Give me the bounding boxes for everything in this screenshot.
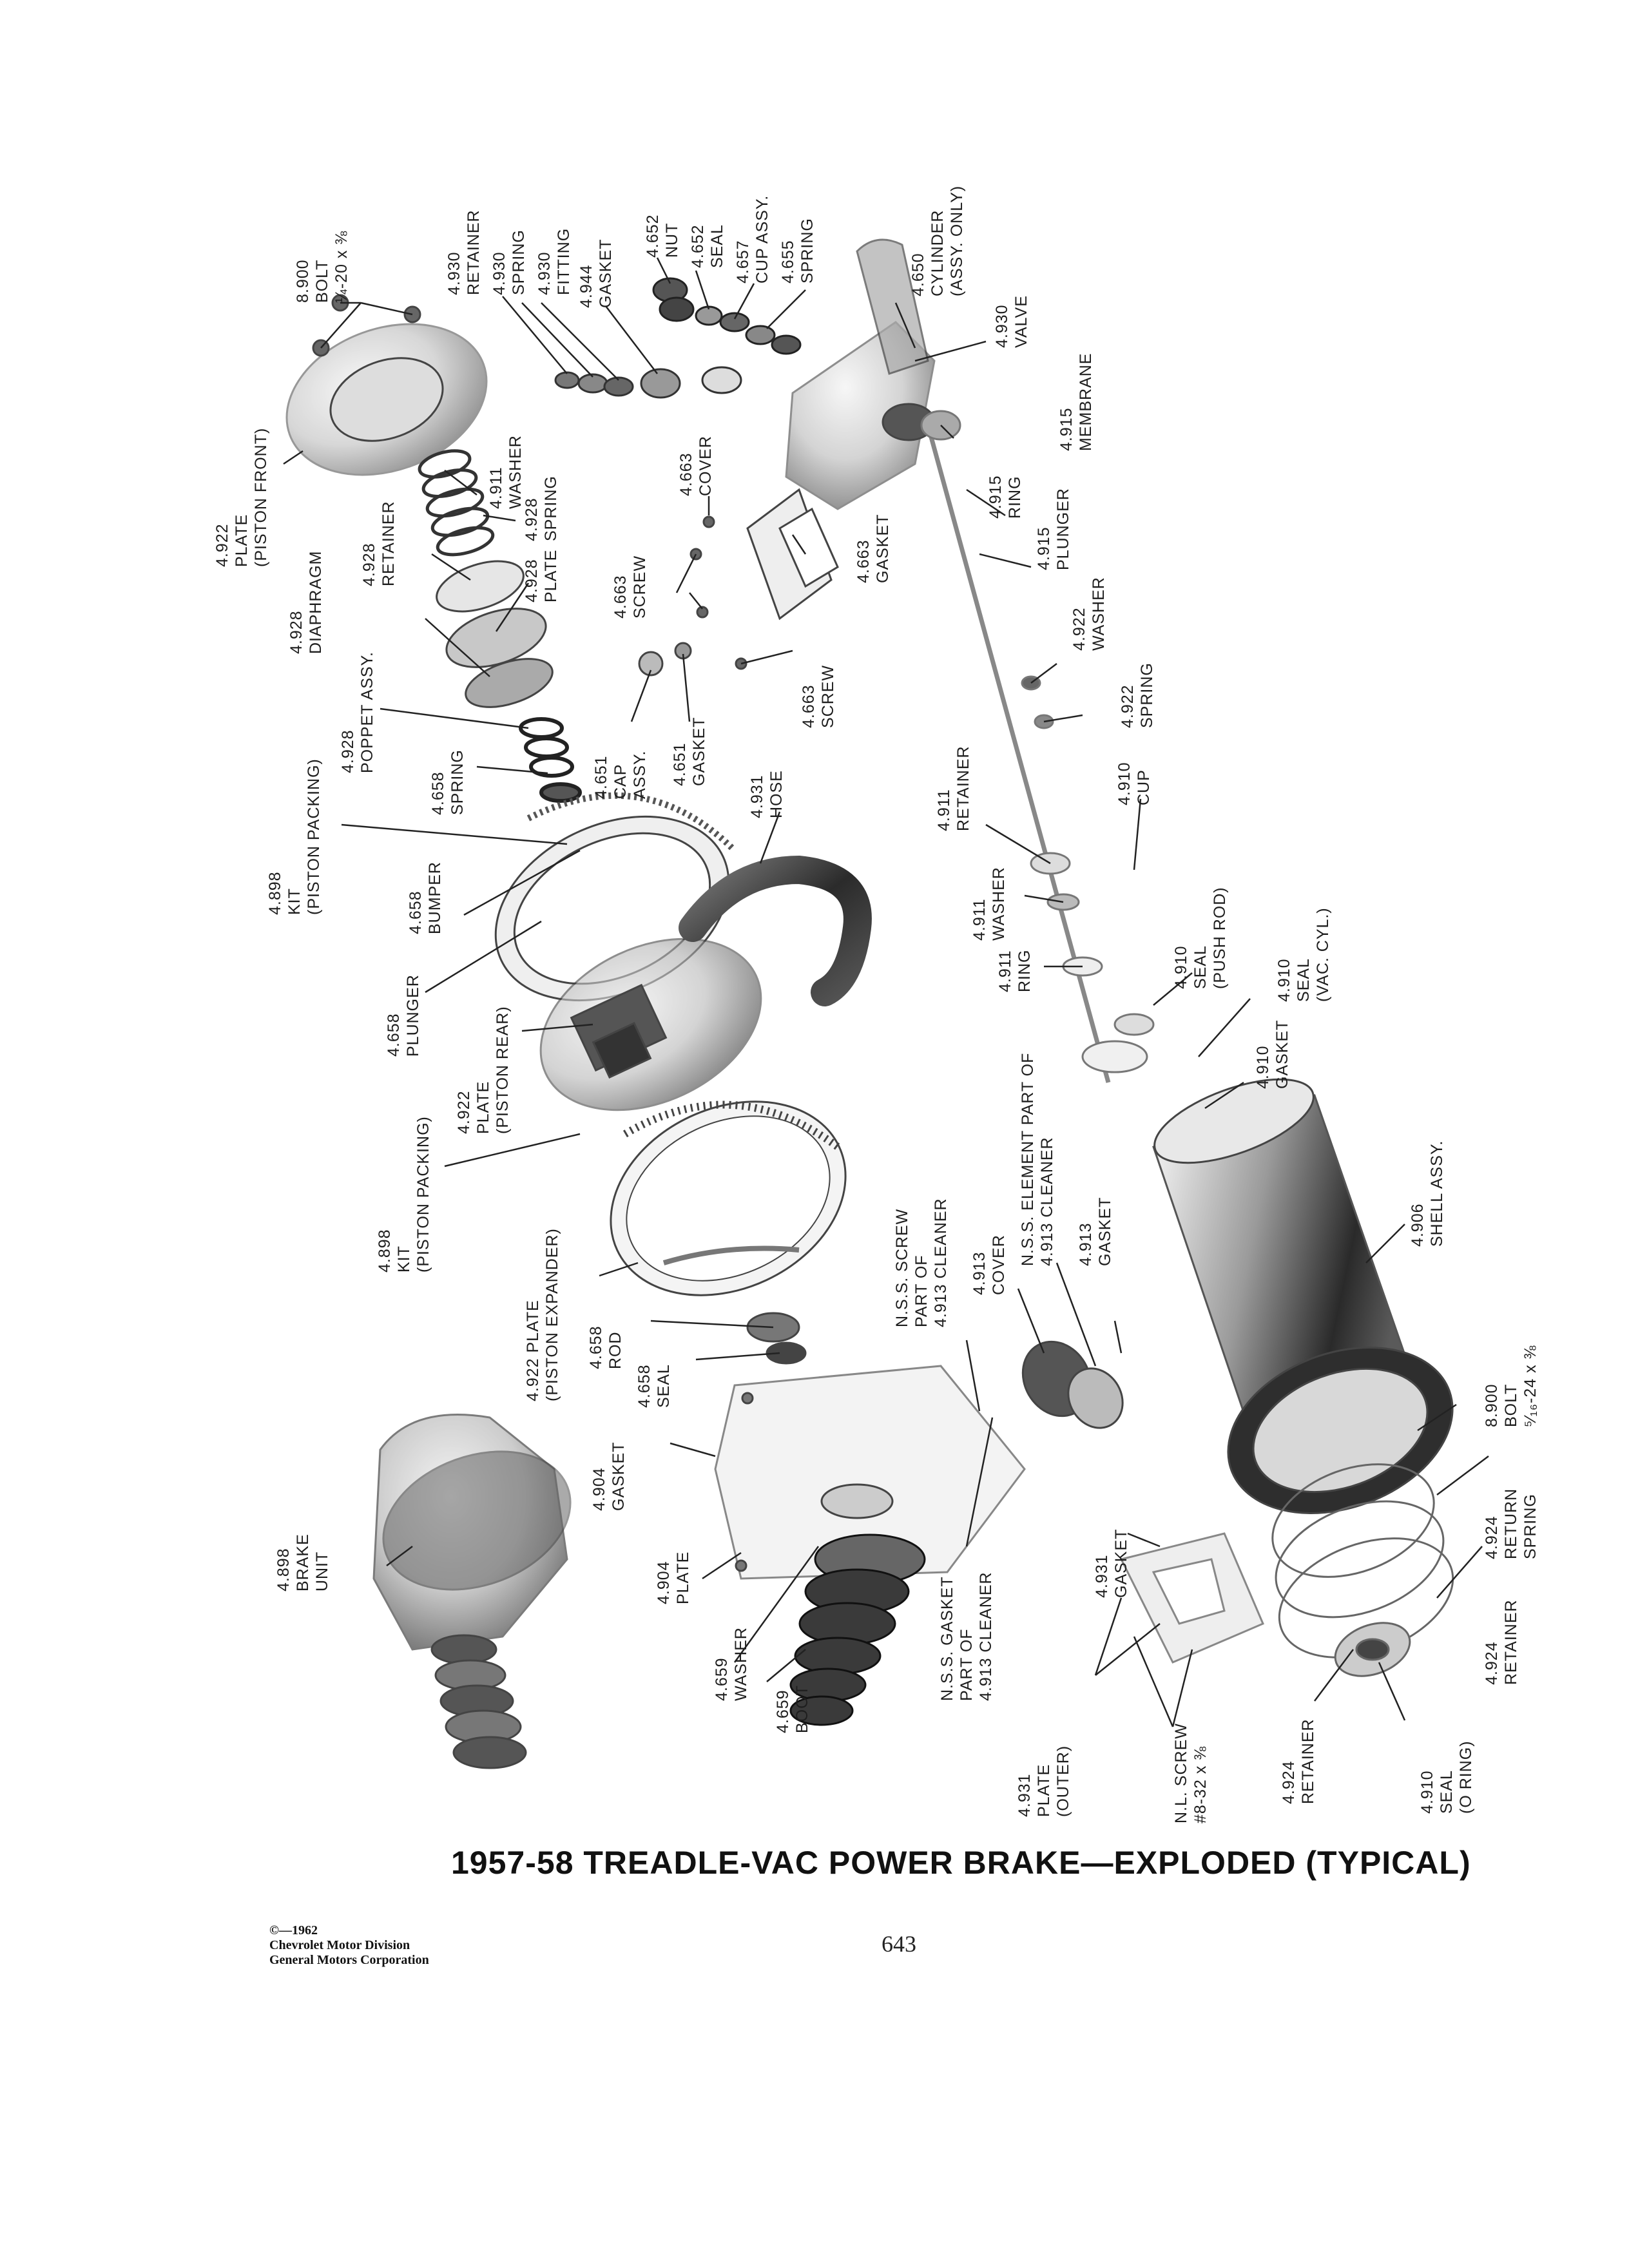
copyright-corporation: General Motors Corporation xyxy=(269,1953,429,1967)
poppet-spring xyxy=(519,717,582,803)
copyright-division: Chevrolet Motor Division xyxy=(269,1938,410,1952)
piston-rear-plate xyxy=(539,937,762,1111)
callout-nl-screw: N.L. SCREW#8-32 x ⅜ xyxy=(1172,1723,1210,1823)
rubber-boot xyxy=(789,1533,926,1726)
control-valve-body xyxy=(785,238,936,510)
leader-lines xyxy=(283,257,1489,1727)
vacuum-shell xyxy=(1152,1078,1454,1514)
valve-cover-parts xyxy=(638,488,839,677)
brake-unit-assembly xyxy=(372,1414,572,1769)
air-cleaner xyxy=(1021,1340,1124,1429)
diaphragm-group xyxy=(436,560,554,708)
valve-fitting-parts xyxy=(554,366,742,399)
push-rod-seal xyxy=(746,1312,807,1365)
return-spring-group xyxy=(1271,1463,1454,1677)
copyright-year: ©—1962 xyxy=(269,1923,318,1937)
vacuum-hose xyxy=(679,855,872,1006)
figure-caption: 1957-58 TREADLE-VAC POWER BRAKE—EXPLODED… xyxy=(451,1845,1471,1881)
mounting-plate xyxy=(714,1365,1026,1580)
outer-plate xyxy=(1119,1532,1264,1664)
page-number: 643 xyxy=(882,1931,916,1957)
copyright-notice: ©—1962 Chevrolet Motor Division General … xyxy=(269,1923,429,1968)
upper-spring-stack xyxy=(418,449,495,557)
piston-packing-lower xyxy=(610,1100,847,1296)
front-piston-plate xyxy=(285,294,488,476)
cylinder-small-parts xyxy=(652,277,802,355)
parts-illustration xyxy=(285,238,1454,1769)
callout-plate-piston-expander: 4.922 PLATE(PISTON EXPANDER) xyxy=(524,1228,561,1401)
